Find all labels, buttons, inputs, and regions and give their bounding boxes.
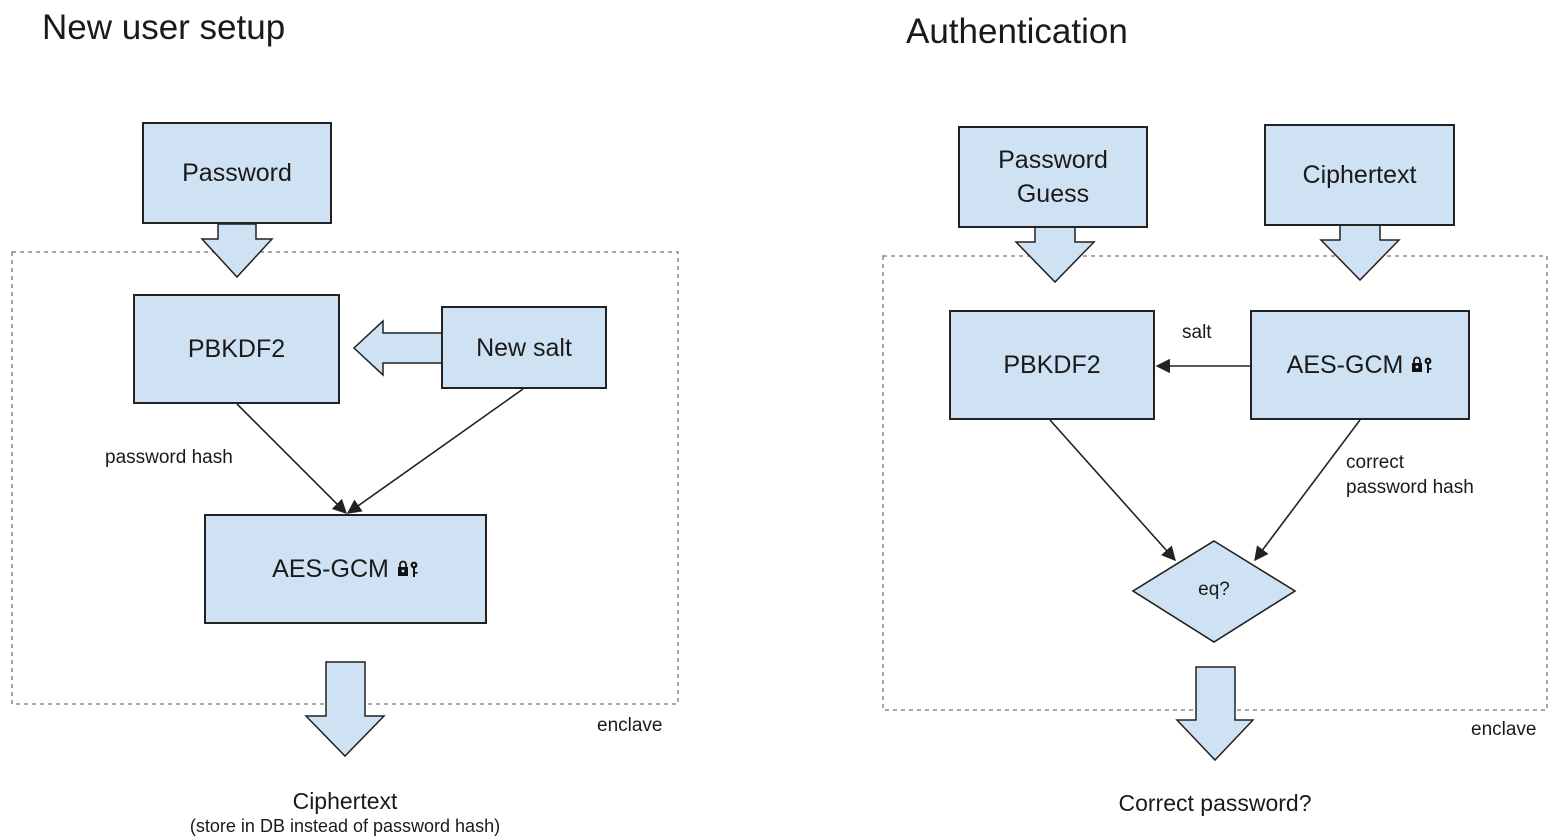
auth-aes-gcm-label: AES-GCM <box>1286 351 1404 379</box>
pbkdf2-to-eq-line <box>1049 419 1176 562</box>
auth-enclave-label: enclave <box>1471 719 1537 740</box>
setup-aes-gcm-label: AES-GCM <box>272 555 389 583</box>
lock-key-icon <box>1411 356 1433 374</box>
setup-output: Ciphertext (store in DB instead of passw… <box>145 787 545 837</box>
setup-output-note: (store in DB instead of password hash) <box>189 816 501 836</box>
setup-pbkdf2-label: PBKDF2 <box>187 335 286 363</box>
auth-pbkdf2-label: PBKDF2 <box>1003 351 1101 379</box>
auth-pbkdf2-box: PBKDF2 <box>949 310 1155 420</box>
auth-output: Correct password? <box>1065 789 1365 817</box>
password-box-label: Password <box>182 159 292 187</box>
password-guess-label: Password Guess <box>998 146 1108 208</box>
salt-to-aes-line <box>346 388 524 514</box>
eq-label: eq? <box>1198 579 1230 600</box>
salt-label: salt <box>1182 322 1212 343</box>
correct-password-hash-label: correct password hash <box>1346 452 1474 498</box>
setup-aes-gcm-box: AES-GCM <box>204 514 487 624</box>
password-guess-box: Password Guess <box>958 126 1148 228</box>
aes-to-eq-line <box>1254 419 1361 562</box>
ciphertext-to-aes-arrow <box>1319 224 1401 282</box>
auth-output-arrow <box>1175 666 1255 762</box>
lock-key-icon <box>397 560 419 578</box>
eq-diamond <box>1131 540 1297 643</box>
auth-output-title: Correct password? <box>1118 790 1312 816</box>
auth-title: Authentication <box>906 12 1128 51</box>
password-hash-label: password hash <box>105 447 233 468</box>
setup-pbkdf2-box: PBKDF2 <box>133 294 340 404</box>
setup-output-arrow <box>304 661 386 758</box>
auth-aes-gcm-box: AES-GCM <box>1250 310 1470 420</box>
auth-ciphertext-label: Ciphertext <box>1302 161 1417 189</box>
setup-output-title: Ciphertext <box>292 788 398 814</box>
setup-enclave-label: enclave <box>597 715 663 736</box>
password-to-pbkdf2-arrow <box>200 223 274 279</box>
pbkdf2-to-aes-line <box>236 403 348 515</box>
password-box: Password <box>142 122 332 224</box>
salt-to-pbkdf2-arrow <box>352 319 444 377</box>
new-salt-box: New salt <box>441 306 607 389</box>
guess-to-pbkdf2-arrow <box>1014 226 1096 284</box>
auth-ciphertext-box: Ciphertext <box>1264 124 1455 226</box>
new-salt-label: New salt <box>476 333 572 362</box>
setup-title: New user setup <box>42 8 286 47</box>
